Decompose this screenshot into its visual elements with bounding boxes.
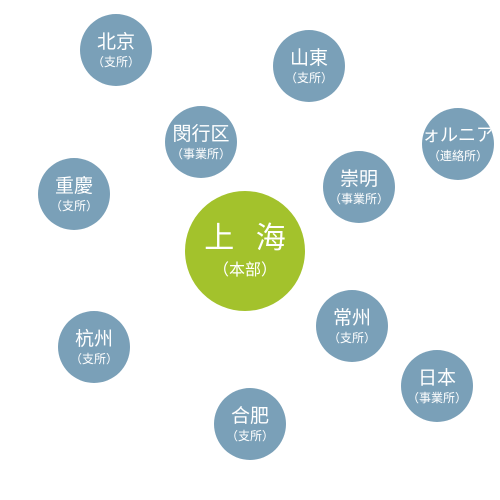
office-type: （支所） — [49, 198, 98, 213]
office-node-japan: 日本 （事業所） — [401, 350, 473, 422]
office-name: 常州 — [332, 306, 371, 329]
hq-name: 上 海 — [204, 221, 292, 256]
office-node-chongqing: 重慶 （支所） — [38, 158, 110, 230]
office-type: （連絡所） — [427, 148, 488, 163]
office-type: （支所） — [91, 54, 140, 69]
hq-type: （本部） — [212, 260, 277, 279]
office-name: 日本 — [417, 366, 456, 389]
office-name: 山東 — [289, 46, 328, 69]
office-node-beijing: 北京 （支所） — [80, 14, 152, 86]
office-node-hangzhou: 杭州 （支所） — [58, 311, 130, 383]
office-node-shandong: 山東 （支所） — [273, 30, 345, 102]
office-type: （支所） — [327, 330, 376, 345]
office-name: 崇明 — [339, 167, 378, 190]
office-name: 重慶 — [54, 174, 93, 197]
office-type: （事業所） — [328, 191, 389, 206]
office-node-hefei: 合肥 （支所） — [214, 388, 286, 460]
office-node-chongming: 崇明 （事業所） — [323, 151, 395, 223]
office-name: ォルニア — [422, 124, 494, 146]
office-node-changzhou: 常州 （支所） — [316, 290, 388, 362]
office-name: 合肥 — [230, 404, 269, 427]
office-type: （支所） — [225, 428, 274, 443]
office-node-california: ォルニア （連絡所） — [422, 108, 494, 180]
office-type: （事業所） — [170, 146, 231, 161]
office-name: 杭州 — [74, 327, 113, 350]
office-name: 閔行区 — [172, 122, 230, 145]
office-type: （事業所） — [406, 390, 467, 405]
hq-node-shanghai: 上 海 （本部） — [185, 191, 305, 311]
office-name: 北京 — [96, 30, 135, 53]
office-type: （支所） — [69, 351, 118, 366]
office-type: （支所） — [284, 70, 333, 85]
office-node-minhang: 閔行区 （事業所） — [165, 106, 237, 178]
